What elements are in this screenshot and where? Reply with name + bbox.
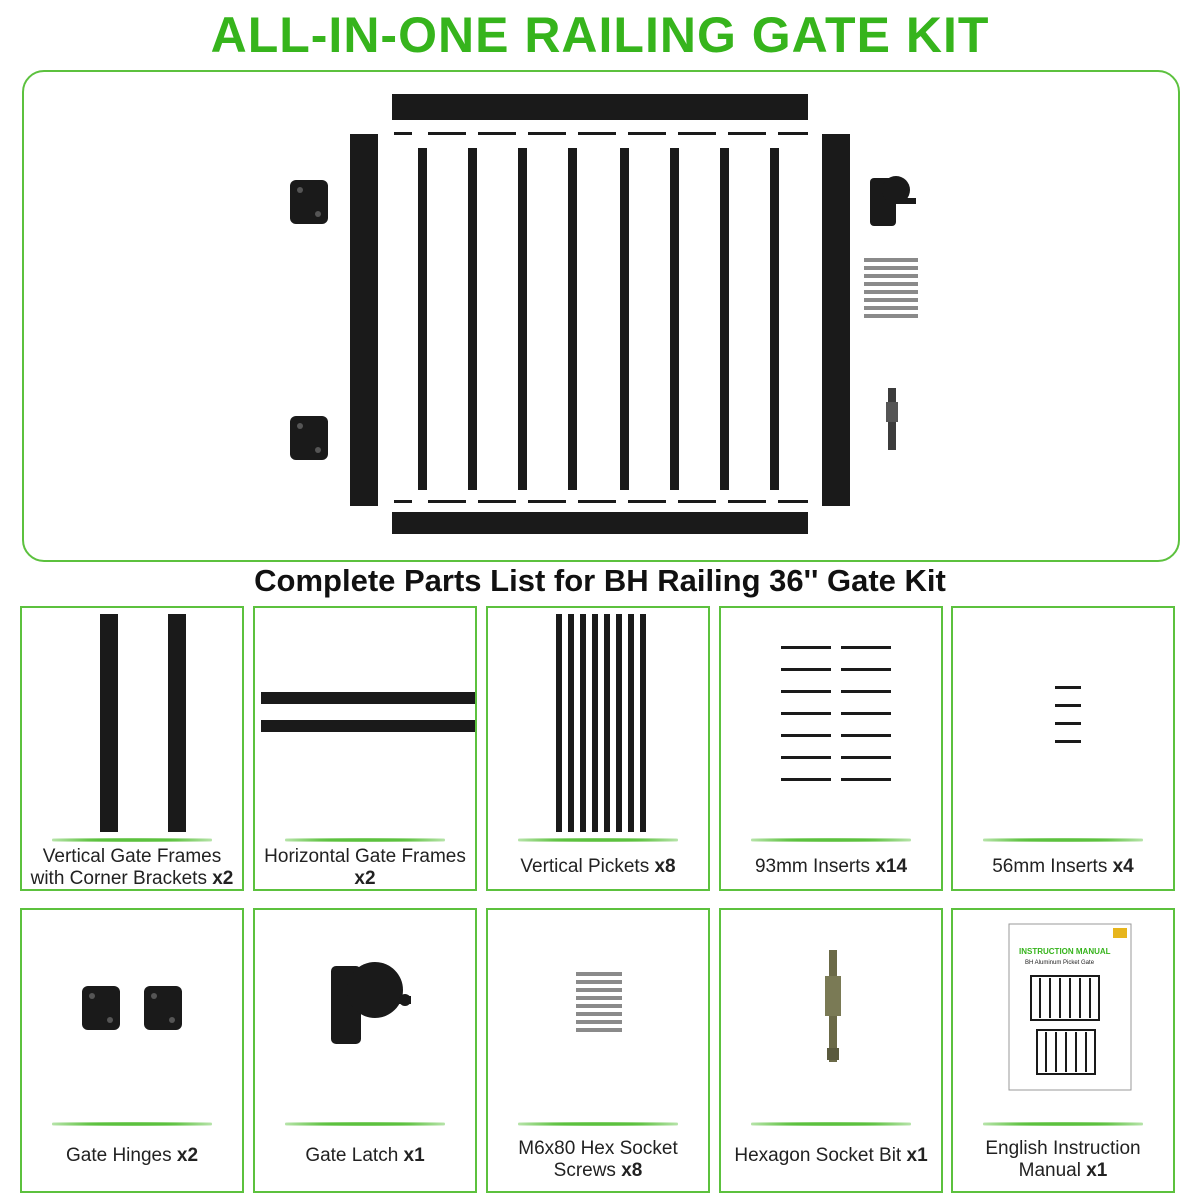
part-label: Gate Latch x1 — [305, 1145, 425, 1166]
shadow-line — [518, 838, 678, 842]
shadow-line — [751, 838, 911, 842]
shadow-line — [285, 838, 445, 842]
gate-hinges-image — [82, 986, 182, 1030]
gate-exploded-illustration — [290, 94, 918, 534]
shadow-line — [983, 838, 1143, 842]
part-card-gate-latch: Gate Latch x1 — [253, 908, 477, 1193]
hex-screws-image — [576, 972, 622, 1032]
vertical-frames-image — [100, 614, 186, 832]
hinge-bottom — [290, 416, 328, 460]
part-label: Gate Hinges x2 — [65, 1145, 199, 1166]
shadow-line — [751, 1122, 911, 1126]
shadow-line — [983, 1122, 1143, 1126]
bottom-horizontal-frame — [392, 512, 808, 534]
part-card-vertical-frames: Vertical Gate Frames with Corner Bracket… — [20, 606, 244, 891]
horizontal-frames-image — [261, 692, 475, 732]
inserts-56mm-image — [1055, 686, 1081, 743]
top-horizontal-frame — [392, 94, 808, 120]
part-label: English Instruction Manual x1 — [985, 1138, 1141, 1181]
instruction-manual-image: INSTRUCTION MANUAL BH Aluminum Picket Ga… — [1008, 923, 1132, 1091]
inserts-93mm-image — [781, 646, 891, 781]
gate-latch-image — [331, 962, 411, 1044]
part-label: Vertical Pickets x8 — [520, 856, 676, 877]
part-card-93mm-inserts: 93mm Inserts x14 — [719, 606, 943, 891]
page-title: ALL-IN-ONE RAILING GATE KIT — [210, 7, 990, 63]
vertical-pickets-image — [556, 614, 646, 832]
manual-subheading: BH Aluminum Picket Gate — [1025, 960, 1095, 966]
pickets — [418, 148, 779, 490]
latch — [870, 176, 916, 226]
shadow-line — [52, 838, 212, 842]
part-card-56mm-inserts: 56mm Inserts x4 — [951, 606, 1175, 891]
hero-panel — [22, 70, 1180, 562]
part-card-vertical-pickets: Vertical Pickets x8 — [486, 606, 710, 891]
left-vertical-frame — [350, 134, 378, 506]
part-label: Hexagon Socket Bit x1 — [734, 1145, 928, 1166]
screws — [864, 258, 918, 318]
top-inserts — [394, 132, 808, 135]
part-label: 56mm Inserts x4 — [992, 856, 1134, 877]
manual-heading: INSTRUCTION MANUAL — [1019, 947, 1111, 956]
part-card-gate-hinges: Gate Hinges x2 — [20, 908, 244, 1193]
part-label: 93mm Inserts x14 — [754, 856, 908, 877]
part-card-socket-bit: Hexagon Socket Bit x1 — [719, 908, 943, 1193]
hinge-top — [290, 180, 328, 224]
shadow-line — [518, 1122, 678, 1126]
part-label: Vertical Gate Frames with Corner Bracket… — [30, 846, 234, 889]
part-label: M6x80 Hex Socket Screws x8 — [518, 1138, 678, 1181]
part-card-instruction-manual: INSTRUCTION MANUAL BH Aluminum Picket Ga… — [951, 908, 1175, 1193]
shadow-line — [52, 1122, 212, 1126]
part-card-hex-screws: M6x80 Hex Socket Screws x8 — [486, 908, 710, 1193]
part-card-horizontal-frames: Horizontal Gate Frames x2 — [253, 606, 477, 891]
shadow-line — [285, 1122, 445, 1126]
socket-bit — [886, 388, 898, 450]
part-label: Horizontal Gate Frames x2 — [264, 846, 466, 889]
parts-list-heading: Complete Parts List for BH Railing 36'' … — [254, 563, 946, 598]
socket-bit-image — [825, 950, 841, 1062]
bottom-inserts — [394, 500, 808, 503]
right-vertical-frame — [822, 134, 850, 506]
